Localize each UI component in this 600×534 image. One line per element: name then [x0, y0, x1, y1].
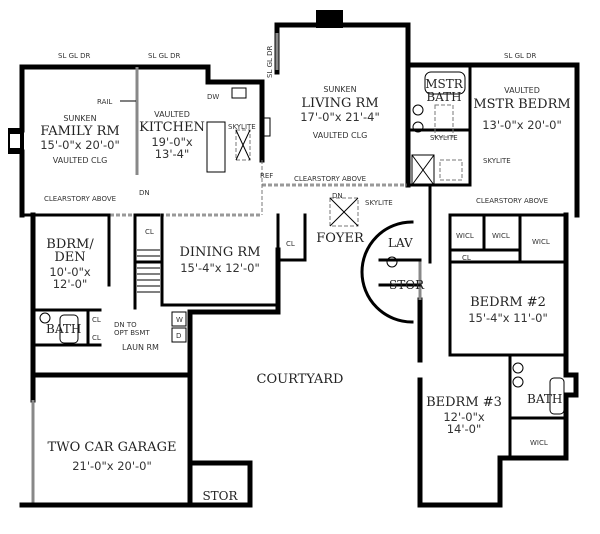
living-room-title: LIVING RM — [301, 96, 378, 111]
skylite-kitchen — [235, 129, 251, 161]
dining-room-title: DINING RM — [179, 245, 260, 260]
kitchen-size-2: 13'-4" — [155, 147, 190, 161]
rail-label: RAIL — [97, 98, 112, 106]
family-qualifier: SUNKEN — [63, 114, 96, 123]
family-room-note: VAULTED CLG — [53, 156, 108, 165]
dn-label-foyer: DN — [332, 192, 343, 200]
shower — [411, 154, 435, 186]
bath-left-title: BATH — [46, 322, 81, 336]
cooktop — [261, 117, 271, 137]
wicl-3: WICL — [532, 238, 550, 246]
closet-left-1: CL — [92, 316, 101, 324]
door-label-living: SL GL DR — [266, 45, 274, 78]
bedrm3-size-2: 14'-0" — [447, 422, 482, 436]
laundry-title: LAUN RM — [122, 343, 159, 352]
clearstory-master: CLEARSTORY ABOVE — [476, 197, 548, 205]
master-bed-qualifier: VAULTED — [504, 86, 540, 95]
living-qualifier: SUNKEN — [323, 85, 356, 94]
master-bath-title-1: MSTR — [425, 77, 464, 91]
dining-room-size: 15'-4"x 12'-0" — [180, 261, 260, 275]
clearstory-living: CLEARSTORY ABOVE — [294, 175, 366, 183]
skylite-label-mbath-2: SKYLITE — [483, 157, 511, 165]
exterior-walls — [8, 10, 580, 508]
fireplace-living — [316, 10, 343, 28]
bedrm3-title: BEDRM #3 — [426, 395, 502, 410]
washer — [171, 311, 187, 327]
wicl-2: WICL — [492, 232, 510, 240]
interior-walls — [20, 63, 568, 460]
kitchen-title: KITCHEN — [139, 120, 205, 135]
labels: SL GL DR SL GL DR SL GL DR SL GL DR SUNK… — [40, 45, 570, 503]
master-bath-title-2: BATH — [426, 90, 461, 104]
skylite-label-foyer: SKYLITE — [365, 199, 393, 207]
wicl-4: WICL — [530, 439, 548, 447]
ref-label: REF — [260, 172, 273, 180]
dn-bsmt-1: DN TO — [114, 321, 137, 329]
wicl-1: WICL — [456, 232, 474, 240]
garage-size: 21'-0"x 20'-0" — [72, 459, 152, 473]
dryer — [171, 327, 187, 343]
clearstory-family: CLEARSTORY ABOVE — [44, 195, 116, 203]
kitchen-island — [206, 121, 226, 173]
dn-label-kitchen: DN — [139, 189, 150, 197]
washer-label: W — [176, 316, 183, 324]
dryer-label: D — [176, 332, 181, 340]
door-label-master: SL GL DR — [504, 52, 537, 60]
skylite-foyer — [329, 197, 359, 227]
dn-bsmt-2: OPT BSMT — [114, 329, 150, 337]
door-label-kitchen: SL GL DR — [148, 52, 181, 60]
master-bed-title: MSTR BEDRM — [473, 97, 570, 112]
bedrm2-title: BEDRM #2 — [470, 295, 546, 310]
bedrm2-size: 15'-4"x 11'-0" — [468, 311, 548, 325]
bedrm3-size-1: 12'-0"x — [443, 410, 485, 424]
garage-title: TWO CAR GARAGE — [48, 440, 177, 455]
door-label-family: SL GL DR — [58, 52, 91, 60]
bath-right-title: BATH — [527, 392, 562, 406]
closet-stair: CL — [145, 228, 154, 236]
garage-stor-title: STOR — [202, 489, 238, 503]
dw-label: DW — [207, 93, 219, 101]
living-room-note: VAULTED CLG — [313, 131, 368, 140]
family-room-title: FAMILY RM — [40, 124, 119, 139]
kitchen-qualifier: VAULTED — [154, 110, 190, 119]
bdrm-den-title-1: BDRM/ — [46, 237, 94, 252]
kitchen-size-1: 19'-0"x — [151, 135, 193, 149]
bdrm-den-size-2: 12'-0" — [53, 277, 88, 291]
living-room-size: 17'-0"x 21'-4" — [300, 110, 380, 124]
closet-foyer: CL — [286, 240, 295, 248]
bdrm-den-size-1: 10'-0"x — [49, 265, 91, 279]
skylite-label-kitchen: SKYLITE — [228, 123, 256, 131]
lav-title: LAV — [388, 236, 413, 250]
bdrm-den-title-2: DEN — [54, 250, 85, 265]
master-bed-size: 13'-0"x 20'-0" — [482, 118, 562, 132]
family-room-size: 15'-0"x 20'-0" — [40, 138, 120, 152]
closet-bed2: CL — [462, 254, 471, 262]
stor-hall-title: STOR — [389, 278, 425, 292]
foyer-title: FOYER — [316, 231, 365, 246]
courtyard-title: COURTYARD — [257, 372, 344, 387]
skylite-label-mbath: SKYLITE — [430, 134, 458, 142]
bathtub-left — [59, 314, 79, 344]
sink — [231, 87, 247, 99]
fixtures — [39, 71, 565, 415]
stairs — [137, 249, 160, 293]
closet-left-2: CL — [92, 334, 101, 342]
tub — [424, 71, 466, 95]
